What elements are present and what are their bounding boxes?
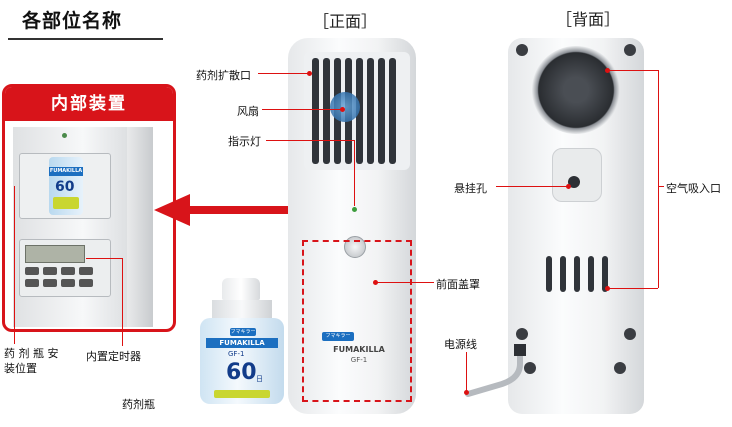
hang-hole-plate bbox=[552, 148, 602, 202]
indicator-led bbox=[352, 207, 357, 212]
fan-icon bbox=[330, 92, 360, 122]
bottle-days: 60 bbox=[226, 360, 257, 385]
callout-dot bbox=[307, 71, 312, 76]
callout-line bbox=[86, 258, 122, 259]
timer-button bbox=[79, 267, 93, 275]
callout-line bbox=[608, 70, 658, 71]
timer-buttons bbox=[25, 267, 103, 289]
bottle-liquid bbox=[214, 390, 270, 398]
back-view-label: ［背面］ bbox=[556, 10, 621, 29]
screw-icon bbox=[624, 328, 636, 340]
intake-slot bbox=[574, 256, 580, 292]
bottle-model: GF-1 bbox=[228, 350, 245, 358]
callout-line bbox=[262, 109, 342, 110]
hang-hole-icon bbox=[568, 176, 580, 188]
grill-slot bbox=[378, 58, 385, 164]
timer-button bbox=[43, 279, 57, 287]
label-indicator: 指示灯 bbox=[228, 135, 261, 148]
device-badge-tag: フマキラー bbox=[322, 332, 354, 341]
installed-bottle-brand: FUMAKILLA bbox=[49, 167, 83, 176]
callout-line bbox=[14, 186, 15, 344]
grill-slot bbox=[389, 58, 396, 164]
callout-dot bbox=[373, 280, 378, 285]
callout-line bbox=[608, 288, 658, 289]
front-cover-outline bbox=[302, 240, 412, 402]
grill-slot bbox=[323, 58, 330, 164]
grill-slot bbox=[356, 58, 363, 164]
grill-slot bbox=[367, 58, 374, 164]
screw-icon bbox=[624, 44, 636, 56]
installed-bottle-days: 60 bbox=[55, 179, 75, 195]
label-fan: 风扇 bbox=[237, 105, 259, 118]
timer-button bbox=[25, 279, 39, 287]
inner-device-panel-title: 内部装置 bbox=[5, 87, 173, 121]
air-intake-vents bbox=[546, 256, 610, 296]
screw-icon bbox=[614, 362, 626, 374]
callout-dot bbox=[566, 184, 571, 189]
callout-line bbox=[658, 186, 664, 187]
front-view-label: ［正面］ bbox=[313, 12, 378, 31]
arrow-left-icon bbox=[154, 194, 332, 242]
callout-line bbox=[376, 282, 434, 283]
timer-button bbox=[25, 267, 39, 275]
callout-dot bbox=[464, 390, 469, 395]
callout-dot bbox=[605, 68, 610, 73]
screw-icon bbox=[516, 44, 528, 56]
callout-dot bbox=[605, 286, 610, 291]
callout-dot bbox=[340, 107, 345, 112]
callout-line bbox=[122, 258, 123, 346]
device-badge-brand: FUMAKILLA bbox=[333, 345, 385, 354]
callout-line bbox=[354, 140, 355, 206]
label-hang-hole: 悬挂孔 bbox=[454, 182, 487, 195]
grill-slot bbox=[312, 58, 319, 164]
label-cover: 前面盖罩 bbox=[436, 278, 480, 291]
timer-display bbox=[25, 245, 85, 263]
title-underline bbox=[8, 38, 163, 40]
inner-indicator-led bbox=[62, 133, 67, 138]
intake-slot bbox=[588, 256, 594, 292]
back-fan-icon bbox=[532, 46, 620, 134]
screw-icon bbox=[524, 362, 536, 374]
label-bottle: 药剂瓶 bbox=[122, 398, 155, 411]
callout-line bbox=[266, 140, 354, 141]
callout-line bbox=[658, 70, 659, 288]
timer-button bbox=[43, 267, 57, 275]
callout-line bbox=[496, 186, 568, 187]
intake-slot bbox=[602, 256, 608, 292]
bottle-cap bbox=[222, 278, 260, 300]
label-bottle-slot: 药 剂 瓶 安 装位置 bbox=[4, 347, 59, 375]
label-intake: 空气吸入口 bbox=[666, 182, 721, 195]
device-badge-model: GF-1 bbox=[350, 356, 368, 364]
timer-button bbox=[79, 279, 93, 287]
bottle-days-unit: 日 bbox=[256, 375, 263, 383]
bottle-brand: FUMAKILLA bbox=[206, 338, 278, 348]
intake-slot bbox=[546, 256, 552, 292]
label-outlet: 药剂扩散口 bbox=[196, 69, 251, 82]
power-cord-icon bbox=[465, 344, 526, 397]
screw-icon bbox=[516, 328, 528, 340]
label-power-cord: 电源线 bbox=[444, 338, 477, 351]
bottle-neck bbox=[212, 300, 272, 318]
callout-line bbox=[258, 73, 310, 74]
timer-button bbox=[61, 267, 75, 275]
page-title: 各部位名称 bbox=[22, 10, 123, 32]
label-timer: 内置定时器 bbox=[86, 350, 141, 363]
inner-device-panel: 内部装置 FUMAKILLA 60 bbox=[2, 84, 176, 332]
bottle-tag: フマキラー bbox=[230, 328, 256, 336]
inner-device-side bbox=[127, 127, 153, 327]
timer-button bbox=[61, 279, 75, 287]
callout-line bbox=[466, 352, 467, 392]
installed-bottle-liquid bbox=[53, 197, 79, 209]
intake-slot bbox=[560, 256, 566, 292]
